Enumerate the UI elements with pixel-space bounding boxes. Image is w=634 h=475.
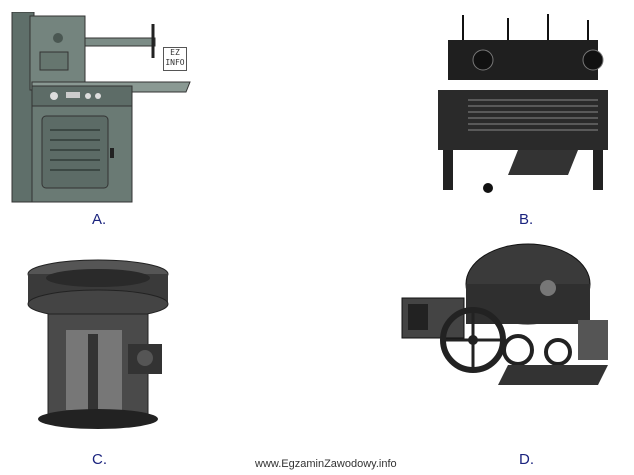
option-d-image xyxy=(398,240,616,390)
carding-drum-machine-icon xyxy=(401,243,608,385)
ez-info-logo: EZ INFO xyxy=(163,47,187,71)
option-b-label: B. xyxy=(519,211,534,228)
footer-watermark: www.EgzaminZawodowy.info xyxy=(255,458,397,470)
option-b-image xyxy=(428,10,620,200)
option-a-label: A. xyxy=(92,211,107,228)
option-d-label: D. xyxy=(519,451,534,468)
option-c-label: C. xyxy=(92,451,107,468)
industrial-saw-machine-icon xyxy=(11,12,191,203)
option-a-image xyxy=(10,12,200,207)
knitting-machine-icon xyxy=(438,14,608,193)
centrifuge-machine-icon xyxy=(27,259,169,429)
option-c-image xyxy=(18,254,188,434)
